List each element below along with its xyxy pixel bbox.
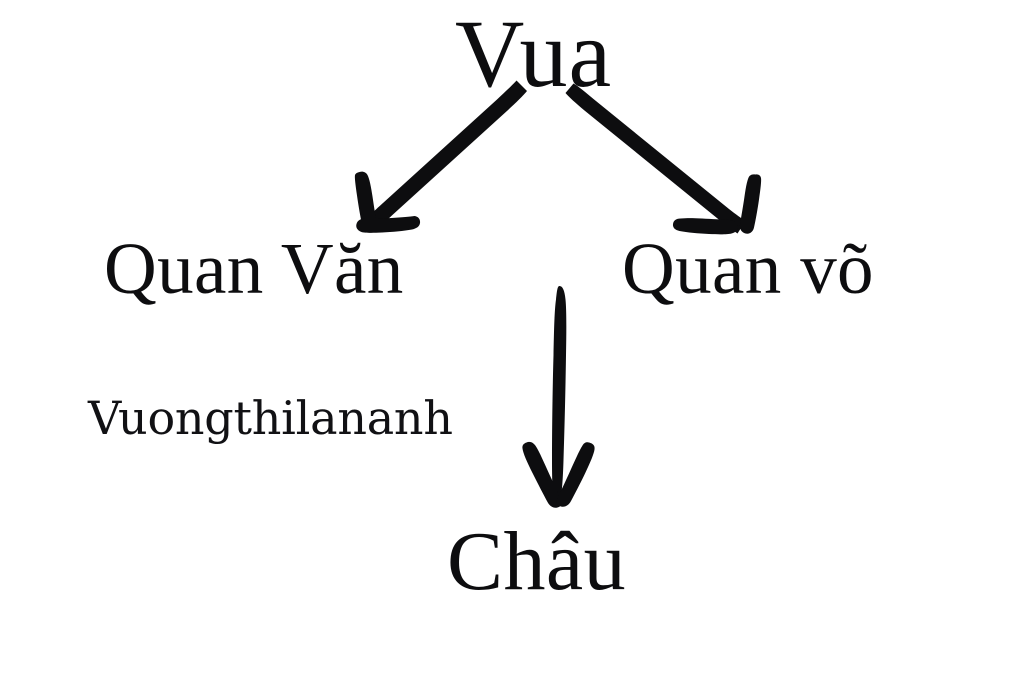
node-chau: Châu — [447, 515, 626, 608]
watermark-text: Vuongthilananh — [88, 391, 453, 445]
node-quan-vo: Quan võ — [622, 228, 874, 309]
node-vua: Vua — [455, 0, 613, 107]
arrow-vua-to-chau — [522, 286, 595, 508]
node-quan-van: Quan Văn — [104, 228, 404, 309]
